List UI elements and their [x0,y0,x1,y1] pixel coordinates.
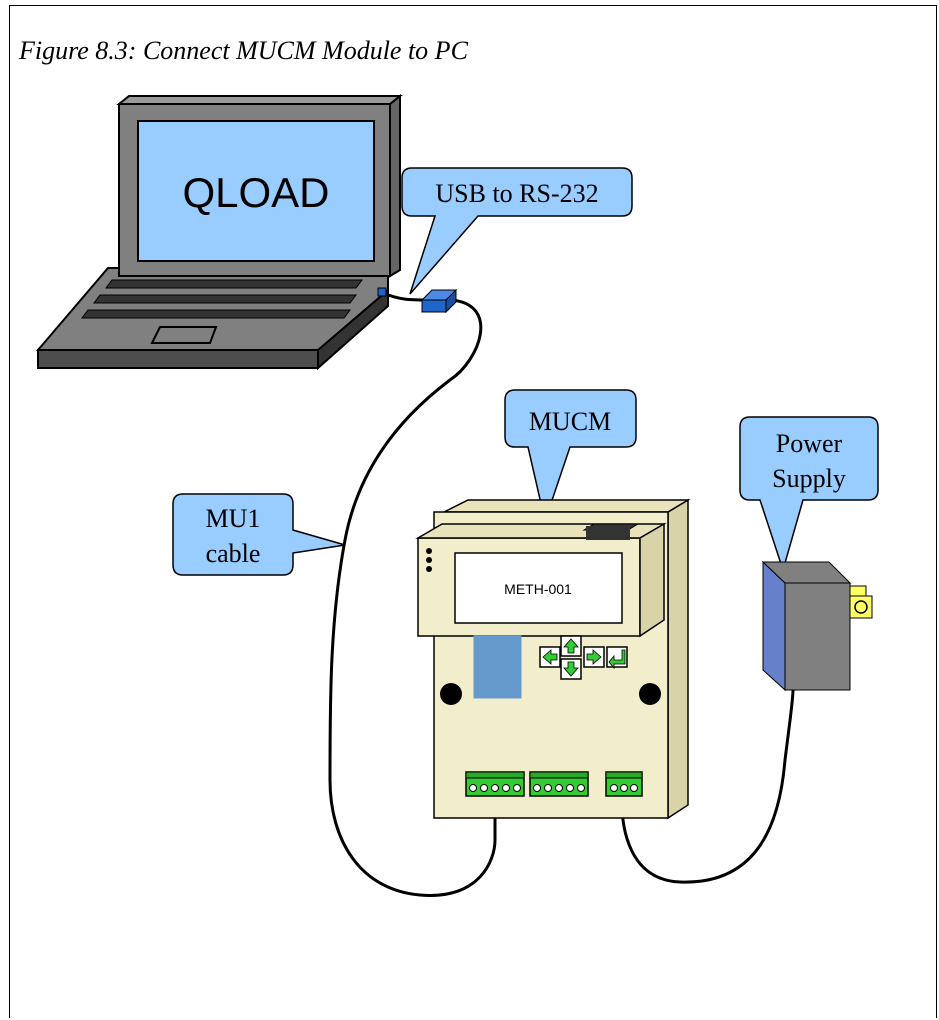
usb-adapter [420,288,458,314]
mu1-cable [328,298,497,897]
callout-power-label-1: Power [776,429,843,458]
laptop-screen [137,120,375,262]
power-supply [761,560,873,692]
power-cable [620,689,795,884]
key-enter-button[interactable] [606,646,628,670]
terminal-block-2 [529,771,589,797]
key-right-button[interactable] [583,646,605,668]
terminal-block-1 [465,771,525,797]
laptop [35,93,403,371]
key-down-button[interactable] [560,658,582,680]
callout-cable [172,493,346,576]
module-keypad [539,635,628,680]
callout-usb-label: USB to RS-232 [435,179,598,208]
module-lcd [454,552,623,624]
figure-frame [9,5,937,1018]
callout-mucm-label: MUCM [529,407,611,436]
key-left-button[interactable] [539,646,561,668]
figure-caption: Figure 8.3: Connect MUCM Module to PC [19,36,468,65]
laptop-usb-cable [382,291,429,302]
module-display-text: METH-001 [504,581,572,597]
callout-usb [401,167,633,295]
callout-power [739,416,879,573]
callout-cable-label-2: cable [206,539,261,568]
laptop-screen-text: QLOAD [182,169,329,216]
key-up-button[interactable] [560,635,582,657]
terminal-block-3 [605,771,643,797]
callout-power-label-2: Supply [772,464,846,493]
callout-cable-label-1: MU1 [206,504,261,533]
callout-mucm [504,389,637,524]
